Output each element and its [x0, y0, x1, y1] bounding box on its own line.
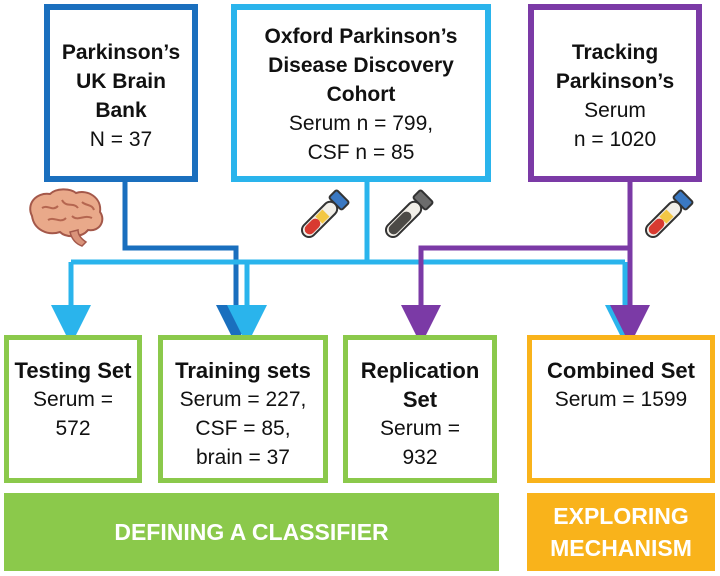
- arrow-tracking-to-replication: [401, 245, 630, 345]
- banner-label: DEFINING A CLASSIFIER: [114, 519, 389, 545]
- set-detail: CSF = 85,: [195, 417, 291, 440]
- set-detail: 932: [402, 446, 438, 469]
- set-title: Replication: [360, 358, 480, 383]
- set-detail: 572: [55, 417, 91, 440]
- source-oxford-cohort: Oxford Parkinson’s Disease Discovery Coh…: [231, 4, 491, 182]
- source-tracking-parkinsons: Tracking Parkinson’s Serum n = 1020: [528, 4, 702, 182]
- exploring-mechanism-banner: EXPLORING MECHANISM: [527, 493, 715, 571]
- set-detail: Serum =: [380, 417, 460, 440]
- source-title: Cohort: [326, 83, 396, 106]
- set-detail: brain = 37: [196, 446, 290, 469]
- set-detail: Serum = 227,: [179, 388, 307, 411]
- set-title: Set: [402, 387, 438, 412]
- serum-tube-icon: [300, 189, 350, 239]
- source-detail: Serum: [584, 99, 646, 122]
- banner-label: MECHANISM: [550, 535, 692, 561]
- set-title: Testing Set: [14, 358, 132, 383]
- source-title: UK Brain: [76, 70, 166, 93]
- banner-label: EXPLORING: [553, 503, 689, 529]
- arrow-brainbank-to-training: [122, 182, 256, 345]
- testing-set-box: Testing Set Serum = 572: [4, 335, 142, 483]
- source-title: Parkinson’s: [555, 70, 675, 93]
- training-sets-box: Training sets Serum = 227, CSF = 85, bra…: [158, 335, 328, 483]
- source-detail: CSF n = 85: [307, 141, 415, 164]
- combined-set-box: Combined Set Serum = 1599: [527, 335, 715, 483]
- set-title: Training sets: [175, 358, 311, 383]
- source-title: Tracking: [571, 41, 659, 64]
- defining-classifier-banner: DEFINING A CLASSIFIER: [4, 493, 499, 571]
- source-title: Oxford Parkinson’s: [264, 25, 458, 48]
- source-brain-bank: Parkinson’s UK Brain Bank N = 37: [44, 4, 198, 182]
- source-detail: n = 1020: [573, 128, 657, 151]
- source-title: Parkinson’s: [61, 41, 181, 64]
- replication-set-box: Replication Set Serum = 932: [343, 335, 497, 483]
- csf-tube-icon: [384, 189, 434, 239]
- source-detail: Serum n = 799,: [288, 112, 434, 135]
- set-detail: Serum = 1599: [554, 388, 688, 411]
- brain-icon: [29, 188, 104, 247]
- source-title: Bank: [95, 99, 147, 122]
- serum-tube-icon: [644, 189, 694, 239]
- source-title: Disease Discovery: [268, 54, 454, 77]
- set-title: Combined Set: [547, 358, 695, 383]
- set-detail: Serum =: [33, 388, 113, 411]
- source-detail: N = 37: [89, 128, 153, 151]
